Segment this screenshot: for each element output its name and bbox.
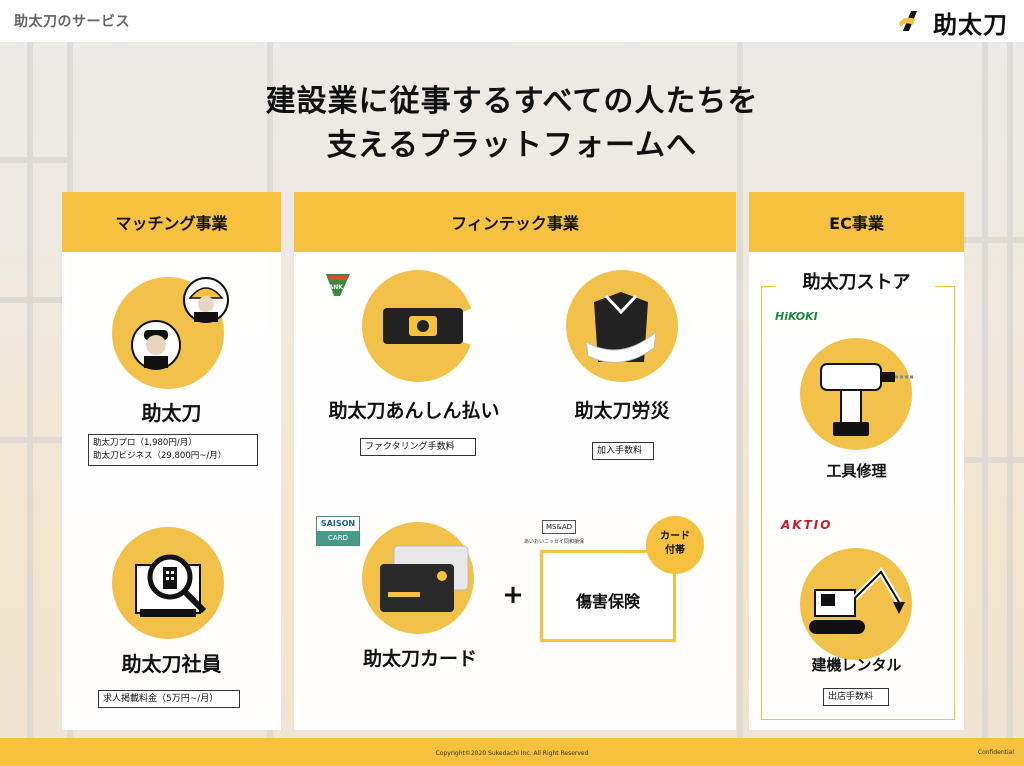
ec-fee-box: 出店手数料 xyxy=(823,688,889,706)
company-search-icon xyxy=(135,554,207,617)
tool-repair-label: 工具修理 xyxy=(826,462,887,480)
confidential-label: Confidential xyxy=(977,749,1014,756)
copyright: Copyright©2020 Sukedachi Inc. All Right … xyxy=(435,750,589,757)
card-name: 助太刀カード xyxy=(362,648,477,670)
plan-pro: 助太刀プロ（1,980円/月） xyxy=(93,438,197,448)
anshin-pay-name: 助太刀あんしん払い xyxy=(328,400,500,422)
top-bar: 助太刀のサービス 助太刀 xyxy=(0,0,1024,42)
saison-logo-bottom: CARD xyxy=(317,531,359,545)
workers-icon xyxy=(131,277,229,370)
rental-label: 建機レンタル xyxy=(811,656,902,674)
bank-logo-text: BANK xyxy=(324,284,343,291)
badge-line-1: カード xyxy=(660,531,690,542)
headline-line-2: 支えるプラットフォームへ xyxy=(326,128,698,163)
saison-logo-top: SAISON xyxy=(320,519,356,528)
excavator-icon xyxy=(809,567,905,634)
bank-logo: BANK xyxy=(322,270,354,298)
matching-panel: マッチング事業 助太刀 助太刀プロ（1,980円/月） 助太刀ビジネス（29,8… xyxy=(62,192,281,730)
ec-panel: EC事業 助太刀ストア HiKOKI 工具修理 AKTIO 建機レンタル 出店手… xyxy=(749,192,964,730)
sukedachi-name: 助太刀 xyxy=(141,401,202,425)
card-attached-badge: カード 付帯 xyxy=(646,516,704,574)
injured-worker-icon xyxy=(585,292,657,363)
rousai-fee-box: 加入手数料 xyxy=(592,442,654,460)
bank-logo-icon xyxy=(326,274,350,296)
rousai-name: 助太刀労災 xyxy=(574,400,670,422)
headline: 建設業に従事するすべての人たちを 支えるプラットフォームへ xyxy=(0,80,1024,168)
saison-card-logo: SAISON CARD xyxy=(316,516,360,546)
logo-mark-icon xyxy=(899,11,917,31)
credit-card-icon xyxy=(380,545,469,612)
store-title-bg xyxy=(775,264,935,300)
ec-panel-title: EC事業 xyxy=(749,192,964,252)
shain-fee-box: 求人掲載料金（5万円~/月） xyxy=(98,690,240,708)
plus-sign: + xyxy=(502,580,524,610)
insurance-name: 傷害保険 xyxy=(575,592,640,611)
matching-panel-title: マッチング事業 xyxy=(62,192,281,252)
fintech-panel: フィンテック事業 BANK 助太刀あんしん払い ファクタリング手数料 助太刀労災… xyxy=(294,192,736,730)
store-name: 助太刀ストア xyxy=(802,272,911,293)
hikoki-logo: HiKOKI xyxy=(775,310,818,323)
sukedachi-shain-name: 助太刀社員 xyxy=(121,652,222,676)
footer: Copyright©2020 Sukedachi Inc. All Right … xyxy=(0,738,1024,766)
headline-line-1: 建設業に従事するすべての人たちを xyxy=(265,84,759,119)
page-title: 助太刀のサービス xyxy=(14,14,130,30)
badge-line-2: 付帯 xyxy=(665,545,685,556)
logo-text: 助太刀 xyxy=(933,10,1008,39)
anshin-pay-fee-box: ファクタリング手数料 xyxy=(360,438,476,456)
money-card-icon xyxy=(383,306,477,346)
aktio-logo: AKTIO xyxy=(781,518,833,532)
fintech-panel-title: フィンテック事業 xyxy=(294,192,736,252)
plan-business: 助太刀ビジネス（29,800円~/月） xyxy=(93,451,227,461)
drill-icon xyxy=(820,363,913,436)
sukedachi-plans-box: 助太刀プロ（1,980円/月） 助太刀ビジネス（29,800円~/月） xyxy=(88,434,258,466)
insurer-logo: MS&AD xyxy=(542,520,576,534)
insurer-name: あいおいニッセイ同和損保 xyxy=(524,539,585,545)
company-logo: 助太刀 xyxy=(897,6,1008,39)
